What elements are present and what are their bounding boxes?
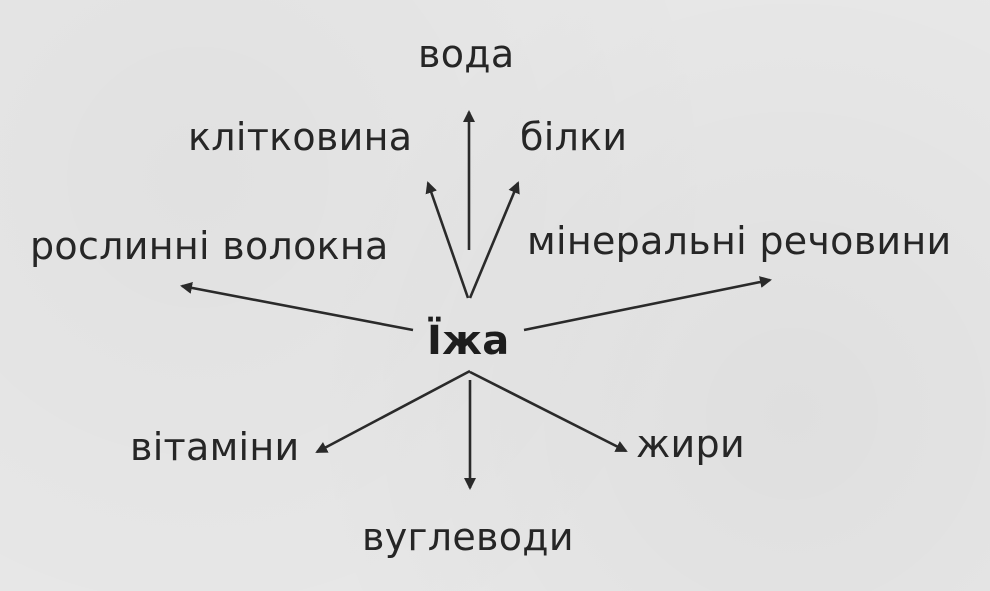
arrow-to-fiber xyxy=(425,181,470,299)
arrow-to-proteins xyxy=(468,181,520,299)
node-plant-fibers: рослинні волокна xyxy=(30,224,389,268)
center-node-food: Їжа xyxy=(427,318,510,364)
arrow-to-vitamins xyxy=(315,369,471,454)
node-proteins: білки xyxy=(520,115,628,159)
node-carbohydrates: вуглеводи xyxy=(362,515,574,559)
node-fiber: клітковина xyxy=(188,115,413,159)
node-water: вода xyxy=(418,32,515,76)
node-fats: жири xyxy=(636,422,745,466)
arrow-to-plant-fibers xyxy=(180,281,414,332)
node-minerals: мінеральні речовини xyxy=(527,219,952,263)
arrow-to-fats xyxy=(469,370,628,453)
node-vitamins: вітаміни xyxy=(130,425,300,469)
arrow-to-minerals xyxy=(523,276,772,332)
